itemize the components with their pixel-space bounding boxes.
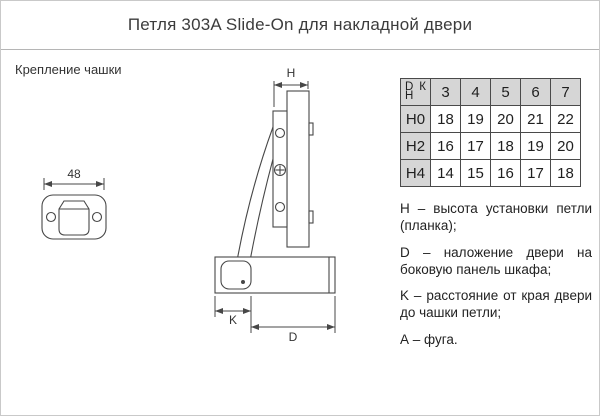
- table-corner-cell: D К H: [400, 78, 431, 106]
- table-cell: 19: [520, 132, 551, 160]
- legend-item-a: А – фуга.: [400, 331, 458, 347]
- page-title: Петля 303A Slide-On для накладной двери: [127, 15, 473, 34]
- cabinet-panel: [286, 90, 310, 248]
- table-row: H4 14 15 16 17 18: [400, 159, 581, 187]
- corner-k-label: К: [419, 81, 426, 93]
- cup-center-dot: [241, 280, 245, 284]
- dim-label-d: D: [289, 330, 298, 344]
- col-header: 5: [490, 78, 521, 106]
- right-column: D К H 3 4 5 6 7 H0 18 19 20 21 22: [400, 78, 594, 357]
- table-cell: 21: [520, 105, 551, 133]
- corner-h-label: H: [405, 89, 414, 102]
- hinge-arm: [236, 126, 274, 262]
- plate-screw: [274, 201, 286, 213]
- panel-tab: [308, 122, 314, 136]
- table-row: H0 18 19 20 21 22: [400, 105, 581, 133]
- table-cell: 22: [550, 105, 581, 133]
- row-header: H4: [400, 159, 431, 187]
- table-cell: 20: [490, 105, 521, 133]
- cup-mounting-label: Крепление чашки: [15, 62, 122, 77]
- table-cell: 17: [460, 132, 491, 160]
- col-header: 6: [520, 78, 551, 106]
- row-header: H0: [400, 105, 431, 133]
- cup-outline: [58, 200, 90, 236]
- hinge-section-drawing: H K D: [214, 66, 336, 344]
- table-cell: 19: [460, 105, 491, 133]
- col-header: 3: [430, 78, 461, 106]
- table-cell: 16: [490, 159, 521, 187]
- title-bar: Петля 303A Slide-On для накладной двери: [1, 1, 599, 50]
- panel-tab: [308, 210, 314, 224]
- legend: H – высота установки петли (планка); D –…: [400, 200, 592, 348]
- table-cell: 20: [550, 132, 581, 160]
- table-cell: 15: [460, 159, 491, 187]
- table-cell: 14: [430, 159, 461, 187]
- screw-hole: [91, 211, 103, 223]
- dim-label-h: H: [287, 66, 296, 80]
- legend-item-h: H – высота установки петли (планка);: [400, 201, 592, 234]
- table-cell: 18: [490, 132, 521, 160]
- corner-d-label: D: [405, 81, 414, 93]
- dim-label-48: 48: [67, 167, 81, 181]
- row-header: H2: [400, 132, 431, 160]
- legend-item-k: K – расстояние от края двери до чашки пе…: [400, 288, 592, 321]
- col-header: 7: [550, 78, 581, 106]
- table-row: H2 16 17 18 19 20: [400, 132, 581, 160]
- table-cell: 17: [520, 159, 551, 187]
- table-cell: 16: [430, 132, 461, 160]
- hinge-arm: [249, 158, 274, 262]
- plate-screw: [274, 127, 286, 139]
- dim-label-k: K: [229, 313, 237, 327]
- table-cell: 18: [550, 159, 581, 187]
- dimension-table: D К H 3 4 5 6 7 H0 18 19 20 21 22: [400, 78, 581, 187]
- screw-hole: [45, 211, 57, 223]
- legend-item-d: D – наложение двери на боковую панель шк…: [400, 244, 592, 277]
- cup-mounting-drawing: 48: [41, 167, 107, 240]
- col-header: 4: [460, 78, 491, 106]
- plate-outline: [41, 194, 107, 240]
- table-cell: 18: [430, 105, 461, 133]
- hinge-cup: [220, 260, 252, 290]
